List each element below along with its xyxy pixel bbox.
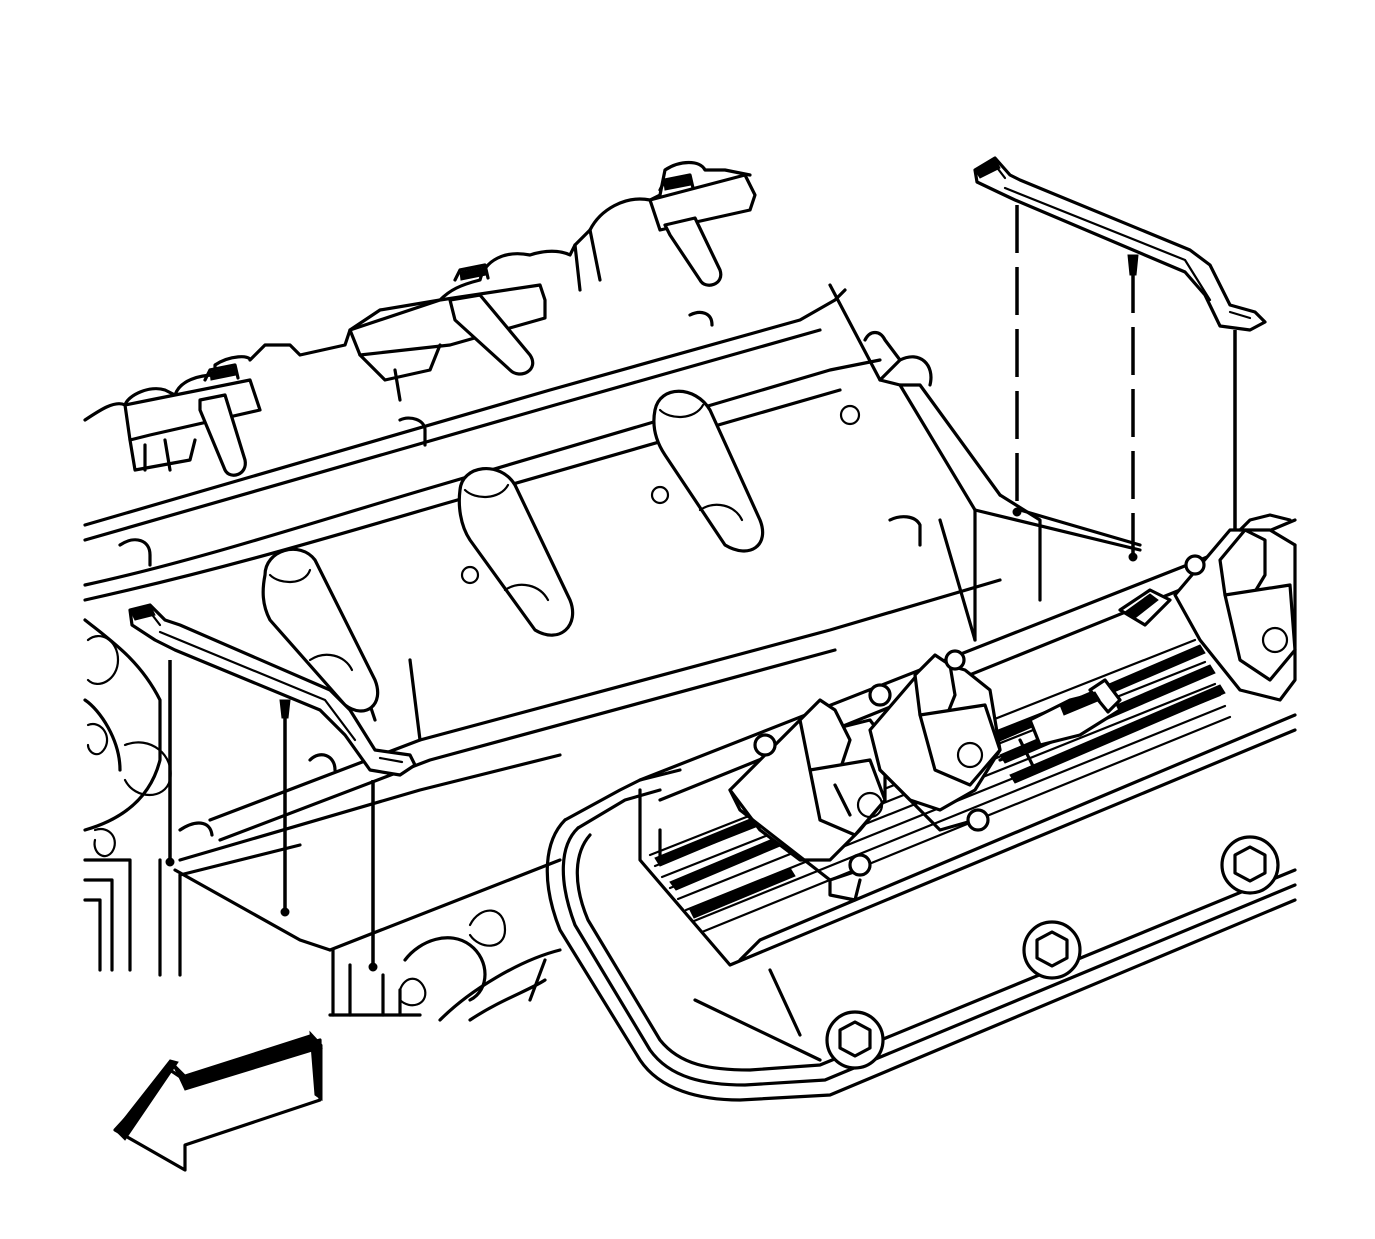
ignition-coil[interactable]	[1173, 513, 1297, 702]
runner-port	[650, 389, 765, 553]
intake-manifold	[83, 160, 1142, 952]
harness-connector	[998, 678, 1122, 772]
bolt-icon	[1022, 920, 1082, 980]
fuel-injector	[123, 363, 262, 477]
fuel-injector	[348, 263, 547, 402]
alignment-guides-left	[165, 660, 378, 972]
alignment-guides-right	[1012, 205, 1237, 562]
runner-port	[457, 467, 575, 637]
arrow-left-icon	[113, 1030, 323, 1172]
engine-block	[83, 618, 562, 1022]
ignition-coil[interactable]	[868, 649, 1002, 832]
bolt-icon	[1220, 835, 1280, 895]
runner-port	[261, 547, 380, 713]
rear-bracket[interactable]	[973, 156, 1267, 332]
front-bracket[interactable]	[128, 603, 417, 777]
bolt-icon	[825, 1010, 885, 1070]
fuel-injector	[573, 173, 757, 292]
ignition-coil[interactable]	[728, 698, 887, 902]
